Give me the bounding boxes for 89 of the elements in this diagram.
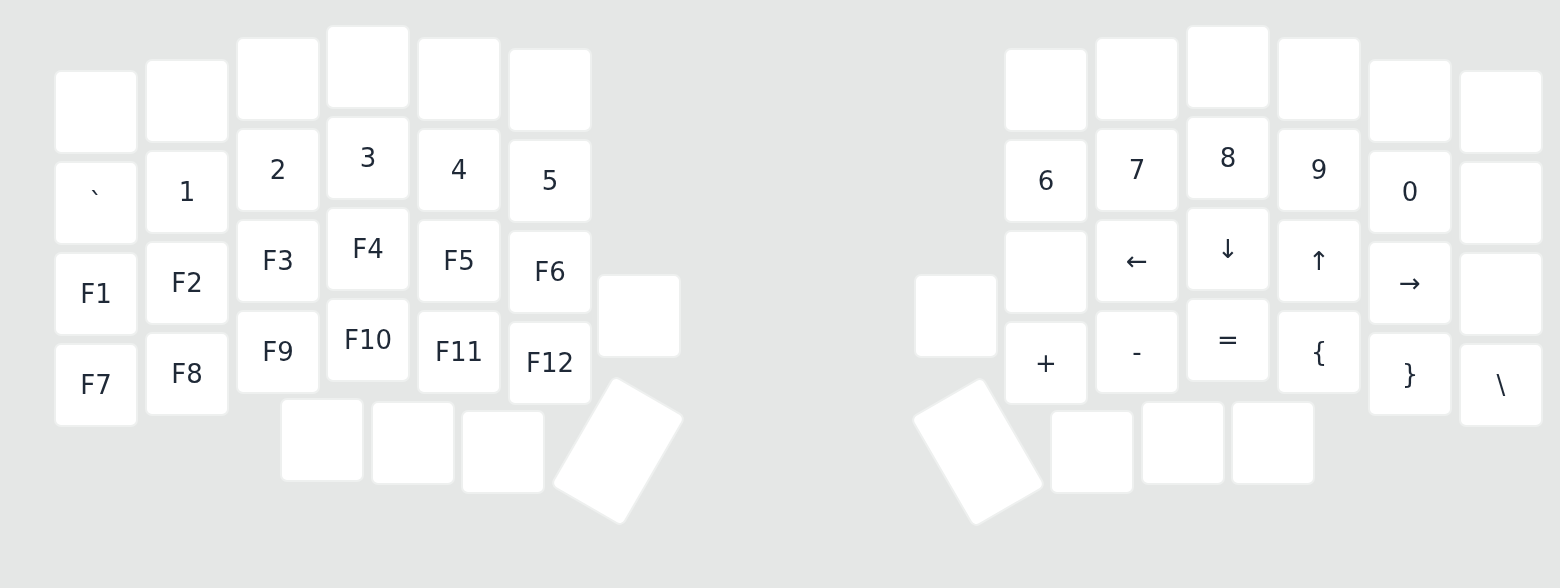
key-label: \	[1496, 372, 1506, 398]
key-cap	[508, 48, 592, 132]
key-label: F4	[352, 236, 384, 262]
key-label: ←	[1126, 248, 1148, 274]
key-cap	[145, 59, 229, 143]
key-label: +	[1035, 350, 1057, 376]
key-cap	[1186, 116, 1270, 200]
key-cap	[1368, 332, 1452, 416]
key-label: 9	[1310, 157, 1328, 183]
key-label: F5	[443, 248, 475, 274]
key-label: 7	[1128, 157, 1146, 183]
key-label: {	[1310, 339, 1328, 365]
key-cap	[1459, 70, 1543, 154]
key-cap	[1277, 310, 1361, 394]
key-cap	[1231, 401, 1315, 485]
key-cap	[280, 398, 364, 482]
key-cap	[1004, 230, 1088, 314]
key-label: F11	[434, 339, 483, 365]
key-cap	[1095, 310, 1179, 394]
key-cap	[1368, 241, 1452, 325]
key-cap	[371, 401, 455, 485]
key-cap	[1368, 150, 1452, 234]
key-cap	[54, 161, 138, 245]
key-cap	[145, 241, 229, 325]
key-cap	[236, 219, 320, 303]
key-label: →	[1399, 270, 1421, 296]
key-cap	[1186, 207, 1270, 291]
key-cap	[417, 37, 501, 121]
key-label: 0	[1401, 179, 1419, 205]
key-cap	[914, 274, 998, 358]
key-cap	[1186, 25, 1270, 109]
key-label: `	[89, 190, 103, 216]
key-label: 3	[359, 145, 377, 171]
key-label: 8	[1219, 145, 1237, 171]
key-cap	[1050, 410, 1134, 494]
key-label: F6	[534, 259, 566, 285]
key-cap	[417, 128, 501, 212]
key-label: ↓	[1217, 236, 1239, 262]
key-cap	[1004, 321, 1088, 405]
key-label: 1	[178, 179, 196, 205]
key-cap	[326, 25, 410, 109]
key-cap	[461, 410, 545, 494]
key-label: ↑	[1308, 248, 1330, 274]
key-label: 6	[1037, 168, 1055, 194]
key-cap	[1277, 128, 1361, 212]
key-label: F12	[525, 350, 574, 376]
key-cap	[1459, 252, 1543, 336]
key-cap	[1277, 219, 1361, 303]
key-cap	[508, 321, 592, 405]
key-cap	[54, 343, 138, 427]
key-cap	[1277, 37, 1361, 121]
key-cap	[597, 274, 681, 358]
key-cap	[1141, 401, 1225, 485]
key-cap	[1095, 219, 1179, 303]
key-label: F8	[171, 361, 203, 387]
key-cap	[326, 207, 410, 291]
key-cap	[1095, 128, 1179, 212]
key-cap	[1186, 298, 1270, 382]
key-cap	[508, 139, 592, 223]
key-label: 5	[541, 168, 559, 194]
key-label: F10	[343, 327, 392, 353]
key-cap	[1004, 139, 1088, 223]
key-cap	[417, 310, 501, 394]
key-cap	[1368, 59, 1452, 143]
key-cap	[145, 150, 229, 234]
key-label: F2	[171, 270, 203, 296]
key-cap	[1095, 37, 1179, 121]
key-label: F7	[80, 372, 112, 398]
key-cap	[54, 252, 138, 336]
key-label: -	[1132, 339, 1142, 365]
key-label: =	[1217, 327, 1239, 353]
key-label: 2	[269, 157, 287, 183]
key-cap	[417, 219, 501, 303]
key-cap	[145, 332, 229, 416]
key-cap	[236, 128, 320, 212]
key-label: F3	[262, 248, 294, 274]
key-cap	[508, 230, 592, 314]
key-cap	[1459, 161, 1543, 245]
key-cap	[54, 70, 138, 154]
key-label: }	[1401, 361, 1419, 387]
key-cap	[326, 298, 410, 382]
key-cap	[1459, 343, 1543, 427]
key-cap	[236, 310, 320, 394]
key-label: F9	[262, 339, 294, 365]
key-cap	[326, 116, 410, 200]
key-cap	[236, 37, 320, 121]
key-cap	[1004, 48, 1088, 132]
key-label: F1	[80, 281, 112, 307]
key-label: 4	[450, 157, 468, 183]
